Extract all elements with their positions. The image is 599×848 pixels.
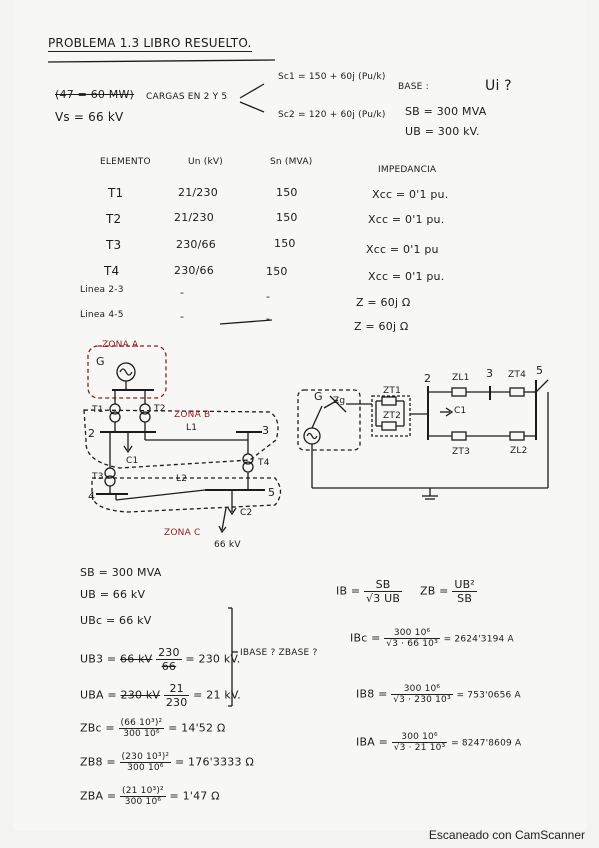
zl1-label: ZL1 [452,373,470,383]
bus-5-label: 5 [268,486,276,499]
t3-label: T3 [92,472,104,482]
table-row-z: Xcc = 0'1 pu [366,243,439,256]
bus-2-label: 2 [88,427,96,440]
bus-4-label: 4 [88,490,96,503]
node-2-label: 2 [424,372,432,385]
line-l1-label: L1 [186,423,198,433]
zone-a-label: ZONA A [102,340,139,350]
formula-ib: IB = SB√3 UB [336,578,403,605]
table-row-el: T4 [104,264,120,278]
zt1-label: ZT1 [383,386,401,396]
load-sc2: Sc2 = 120 + 60j (Pu/k) [278,110,386,120]
table-row-z: Xcc = 0'1 pu. [372,188,449,201]
base-label: BASE : [398,82,429,92]
line-l2-label: L2 [176,474,188,484]
table-row-sn: 150 [274,237,296,250]
calc-ibc: IBc = 300 10⁶√3 · 66 10³ = 2624'3194 A [350,628,514,649]
table-row-el: T1 [108,186,124,200]
table-row-z: Xcc = 0'1 pu. [368,270,445,283]
table-row-un: 230/66 [176,238,216,251]
table-row-z: Z = 60j Ω [356,296,411,309]
zt2-label: ZT2 [383,411,401,421]
table-row-sn: - [266,290,271,303]
scanned-page [14,0,586,830]
t2-label: T2 [154,404,166,414]
table-row-el: T3 [106,238,122,252]
zone-b-label: ZONA B [174,410,211,420]
table-row-el: Linea 2-3 [80,285,124,295]
base-power: SB = 300 MVA [405,105,487,118]
table-row-el: Linea 4-5 [80,310,124,320]
load-c1-label: C1 [126,456,139,466]
bus-3-label: 3 [262,424,270,437]
table-row-sn: 150 [276,186,298,199]
t4-label: T4 [258,458,270,468]
calc-ibb: IB8 = 300 10⁶√3 · 230 10³ = 753'0656 A [356,684,521,705]
table-row-z: Xcc = 0'1 pu. [368,213,445,226]
calc-ubc: UBc = 66 kV [80,614,152,627]
table-row-un: 21/230 [174,211,214,224]
table-header-impedance: IMPEDANCIA [378,165,437,175]
table-row-un: - [180,286,185,299]
load-c2-label: C2 [240,508,253,518]
load-sc1: Sc1 = 150 + 60j (Pu/k) [278,72,386,82]
voltage-66kv-label: 66 kV [214,540,241,550]
zt4-label: ZT4 [508,370,526,380]
node-3-label: 3 [486,367,494,380]
generator-label: G [314,390,323,403]
zone-c-label: ZONA C [164,528,201,538]
source-voltage: Vs = 66 kV [55,110,124,124]
c1-label: C1 [454,406,467,416]
scanner-watermark: Escaneado con CamScanner [428,828,585,842]
table-row-z: Z = 60j Ω [354,320,409,333]
table-row-sn: 150 [276,211,298,224]
table-header-sn: Sn (MVA) [270,157,313,167]
table-row-sn: - [266,312,271,325]
calc-iba: IBA = 300 10⁶√3 · 21 10³ = 8247'8609 A [356,732,522,753]
struck-note: (47 = 60 MW) [55,88,135,101]
zl2-label: ZL2 [510,446,528,456]
generator-label: G [96,355,105,368]
table-header-element: ELEMENTO [100,157,151,167]
table-row-un: - [180,310,185,323]
table-row-un: 21/230 [178,186,218,199]
calc-sb: SB = 300 MVA [80,566,162,579]
t1-label: T1 [92,405,104,415]
question-ui: Ui ? [485,78,512,94]
base-question: IBASE ? ZBASE ? [240,648,318,658]
zt3-label: ZT3 [452,447,470,457]
loads-label: CARGAS EN 2 Y 5 [146,92,228,102]
base-voltage: UB = 300 kV. [405,125,480,138]
zg-label: Zg [333,396,346,406]
page-title: PROBLEMA 1.3 LIBRO RESUELTO. [48,36,252,52]
table-row-un: 230/66 [174,264,214,277]
table-row-sn: 150 [266,265,288,278]
node-5-label: 5 [536,364,544,377]
calc-ub: UB = 66 kV [80,588,146,601]
table-header-un: Un (kV) [188,157,223,167]
table-row-el: T2 [106,212,122,226]
